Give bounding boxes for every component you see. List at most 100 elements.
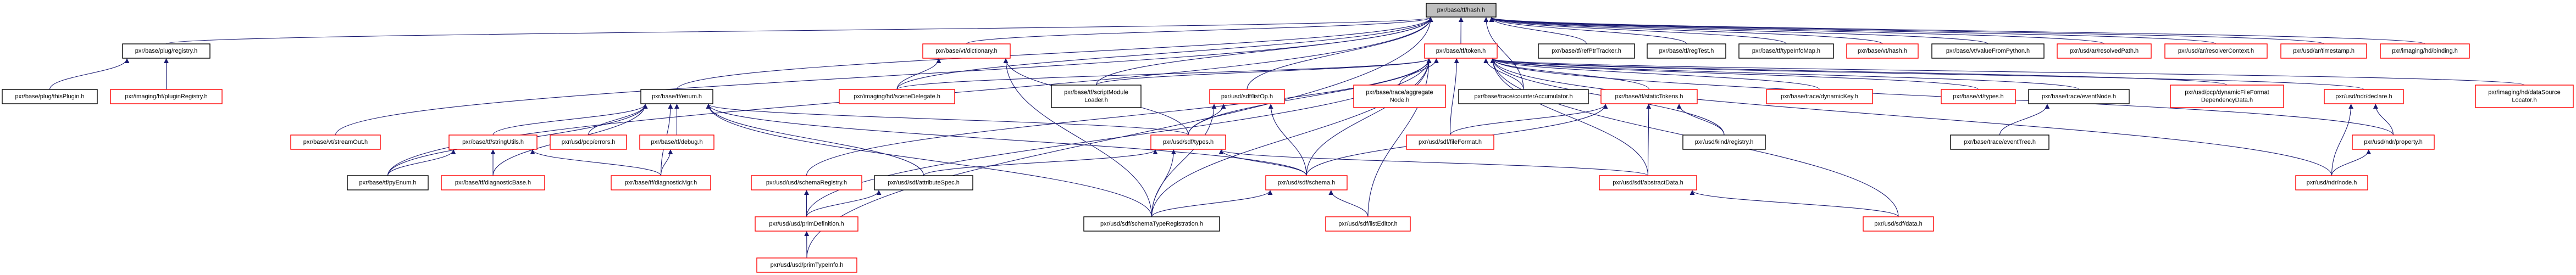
edge-abstract-data-to-static-tokens [1646,104,1652,176]
node-label: pxr/imaging/hd/dataSource [2488,89,2560,96]
node-attribute-spec[interactable]: pxr/usd/sdf/attributeSpec.h [874,175,973,190]
node-label: pxr/base/tf/pyEnum.h [359,179,417,186]
node-label: pxr/usd/sdf/listEditor.h [1338,221,1398,227]
edge-sdf-types-to-list-op [1188,104,1226,136]
node-label: pxr/usd/ndr/declare.h [2335,93,2392,100]
node-label: pxr/base/tf/typeInfoMap.h [1752,48,1820,54]
node-label: pxr/usd/sdf/fileFormat.h [1419,139,1482,145]
node-debug[interactable]: pxr/base/tf/debug.h [639,134,714,150]
node-hash[interactable]: pxr/base/tf/hash.h [1426,3,1497,18]
edge-file-format-to-static-tokens [1449,104,1608,136]
node-string-utils[interactable]: pxr/base/tf/stringUtils.h [448,134,538,150]
node-prim-type-info[interactable]: pxr/usd/usd/primTypeInfo.h [756,257,857,273]
node-vt-types[interactable]: pxr/base/vt/types.h [1941,89,2016,104]
edge-this-plugin-to-plug-registry [49,58,130,90]
node-dynamic-key[interactable]: pxr/base/trace/dynamicKey.h [1766,89,1873,104]
edge-script-module-loader-to-token [1095,58,1432,86]
node-stream-out[interactable]: pxr/base/vt/streamOut.h [290,134,381,150]
edge-scene-delegate-to-hash [896,17,1433,90]
node-kind-registry[interactable]: pxr/usd/kind/registry.h [1682,134,1766,150]
node-list-editor[interactable]: pxr/usd/sdf/listEditor.h [1325,216,1411,232]
node-counter-accumulator[interactable]: pxr/base/trace/counterAccumulator.h [1458,89,1589,104]
node-box [755,216,858,232]
node-token[interactable]: pxr/base/tf/token.h [1424,43,1498,59]
node-box [874,175,973,190]
node-diagnostic-mgr[interactable]: pxr/base/tf/diagnosticMgr.h [611,175,711,190]
node-label: pxr/base/tf/scriptModule [1064,89,1128,96]
node-box [2280,43,2367,59]
node-this-plugin[interactable]: pxr/base/plug/thisPlugin.h [2,89,98,104]
edge-sdf-schema-to-token [1306,58,1432,176]
node-ndr-declare[interactable]: pxr/usd/ndr/declare.h [2324,89,2404,104]
node-box [2295,175,2368,190]
node-prim-definition[interactable]: pxr/usd/usd/primDefinition.h [755,216,858,232]
node-enum[interactable]: pxr/base/tf/enum.h [640,89,713,104]
node-event-tree[interactable]: pxr/base/trace/eventTree.h [1950,134,2049,150]
node-box [1406,134,1494,150]
node-diagnostic-base[interactable]: pxr/base/tf/diagnosticBase.h [441,175,545,190]
node-box [639,134,714,150]
node-timestamp[interactable]: pxr/usd/ar/timestamp.h [2280,43,2367,59]
node-box [2352,134,2435,150]
node-dyn-file-format[interactable]: pxr/usd/pcp/dynamicFileFormatDependencyD… [2170,85,2284,108]
node-box [1682,134,1766,150]
node-label: pxr/base/tf/debug.h [651,139,702,145]
node-dictionary[interactable]: pxr/base/vt/dictionary.h [922,43,1011,59]
node-plugin-registry[interactable]: pxr/imaging/hf/pluginRegistry.h [110,89,223,104]
node-list-op[interactable]: pxr/usd/sdf/listOp.h [1209,89,1285,104]
node-sdf-data[interactable]: pxr/usd/sdf/data.h [1863,216,1934,232]
node-pcp-errors[interactable]: pxr/usd/pcp/errors.h [550,134,627,150]
node-label: pxr/base/trace/eventTree.h [1964,139,2036,145]
node-label: pxr/base/plug/thisPlugin.h [15,93,85,100]
edge-ndr-node-to-ndr-property [2331,149,2372,176]
node-ndr-node[interactable]: pxr/usd/ndr/node.h [2295,175,2368,190]
node-schema-registry[interactable]: pxr/usd/usd/schemaRegistry.h [751,175,862,190]
node-schema-type-registration[interactable]: pxr/usd/sdf/schemaTypeRegistration.h [1083,216,1220,232]
node-box [1426,3,1497,18]
node-event-node[interactable]: pxr/base/trace/eventNode.h [2028,89,2130,104]
edge-scene-delegate-to-token [896,58,1432,90]
edge-event-tree-to-event-node [1999,104,2050,136]
node-label: pxr/base/vt/hash.h [1858,48,1907,54]
node-box [2475,85,2574,108]
node-box [2028,89,2130,104]
edge-attribute-spec-to-enum [706,104,924,176]
edge-diagnostic-mgr-to-string-utils [530,149,662,176]
edge-prim-definition-to-token [806,58,1432,217]
edge-schema-type-registration-to-sdf-schema [1151,190,1273,217]
edge-ndr-node-to-ndr-declare [2331,104,2354,176]
edge-resolver-context-to-hash [1489,17,2217,44]
node-file-format[interactable]: pxr/usd/sdf/fileFormat.h [1406,134,1494,150]
edge-diagnostic-mgr-to-debug [660,149,673,176]
node-label: pxr/usd/ar/resolverContext.h [2178,48,2254,54]
node-vt-hash[interactable]: pxr/base/vt/hash.h [1846,43,1919,59]
node-reg-test[interactable]: pxr/base/tf/regTest.h [1647,43,1726,59]
node-sdf-types[interactable]: pxr/usd/sdf/types.h [1150,134,1226,150]
node-scene-delegate[interactable]: pxr/imaging/hd/sceneDelegate.h [839,89,955,104]
node-value-from-python[interactable]: pxr/base/vt/valueFromPython.h [1931,43,2045,59]
node-plug-registry[interactable]: pxr/base/plug/registry.h [122,43,210,59]
node-box [1738,43,1834,59]
edge-file-format-to-token [1449,58,1459,136]
node-ndr-property[interactable]: pxr/usd/ndr/property.h [2352,134,2435,150]
edge-dyn-file-format-to-token [1491,58,2228,86]
node-type-info-map[interactable]: pxr/base/tf/typeInfoMap.h [1738,43,1834,59]
node-sdf-schema[interactable]: pxr/usd/sdf/schema.h [1265,175,1348,190]
edge-vt-hash-to-hash [1489,17,1883,44]
node-label: pxr/usd/pcp/dynamicFileFormat [2185,89,2269,96]
node-resolver-context[interactable]: pxr/usd/ar/resolverContext.h [2164,43,2268,59]
edge-timestamp-to-hash [1489,17,2324,44]
node-label: pxr/base/vt/types.h [1953,93,2003,100]
node-abstract-data[interactable]: pxr/usd/sdf/abstractData.h [1599,175,1697,190]
node-py-enum[interactable]: pxr/base/tf/pyEnum.h [347,175,429,190]
node-ref-ptr-tracker[interactable]: pxr/base/tf/refPtrTracker.h [1538,43,1635,59]
node-box [2170,85,2284,108]
node-label: pxr/usd/usd/schemaRegistry.h [766,179,847,186]
node-resolved-path[interactable]: pxr/usd/ar/resolvedPath.h [2057,43,2152,59]
node-label: pxr/base/tf/regTest.h [1659,48,1714,54]
node-binding[interactable]: pxr/imaging/hd/binding.h [2380,43,2470,59]
node-static-tokens[interactable]: pxr/base/tf/staticTokens.h [1600,89,1698,104]
